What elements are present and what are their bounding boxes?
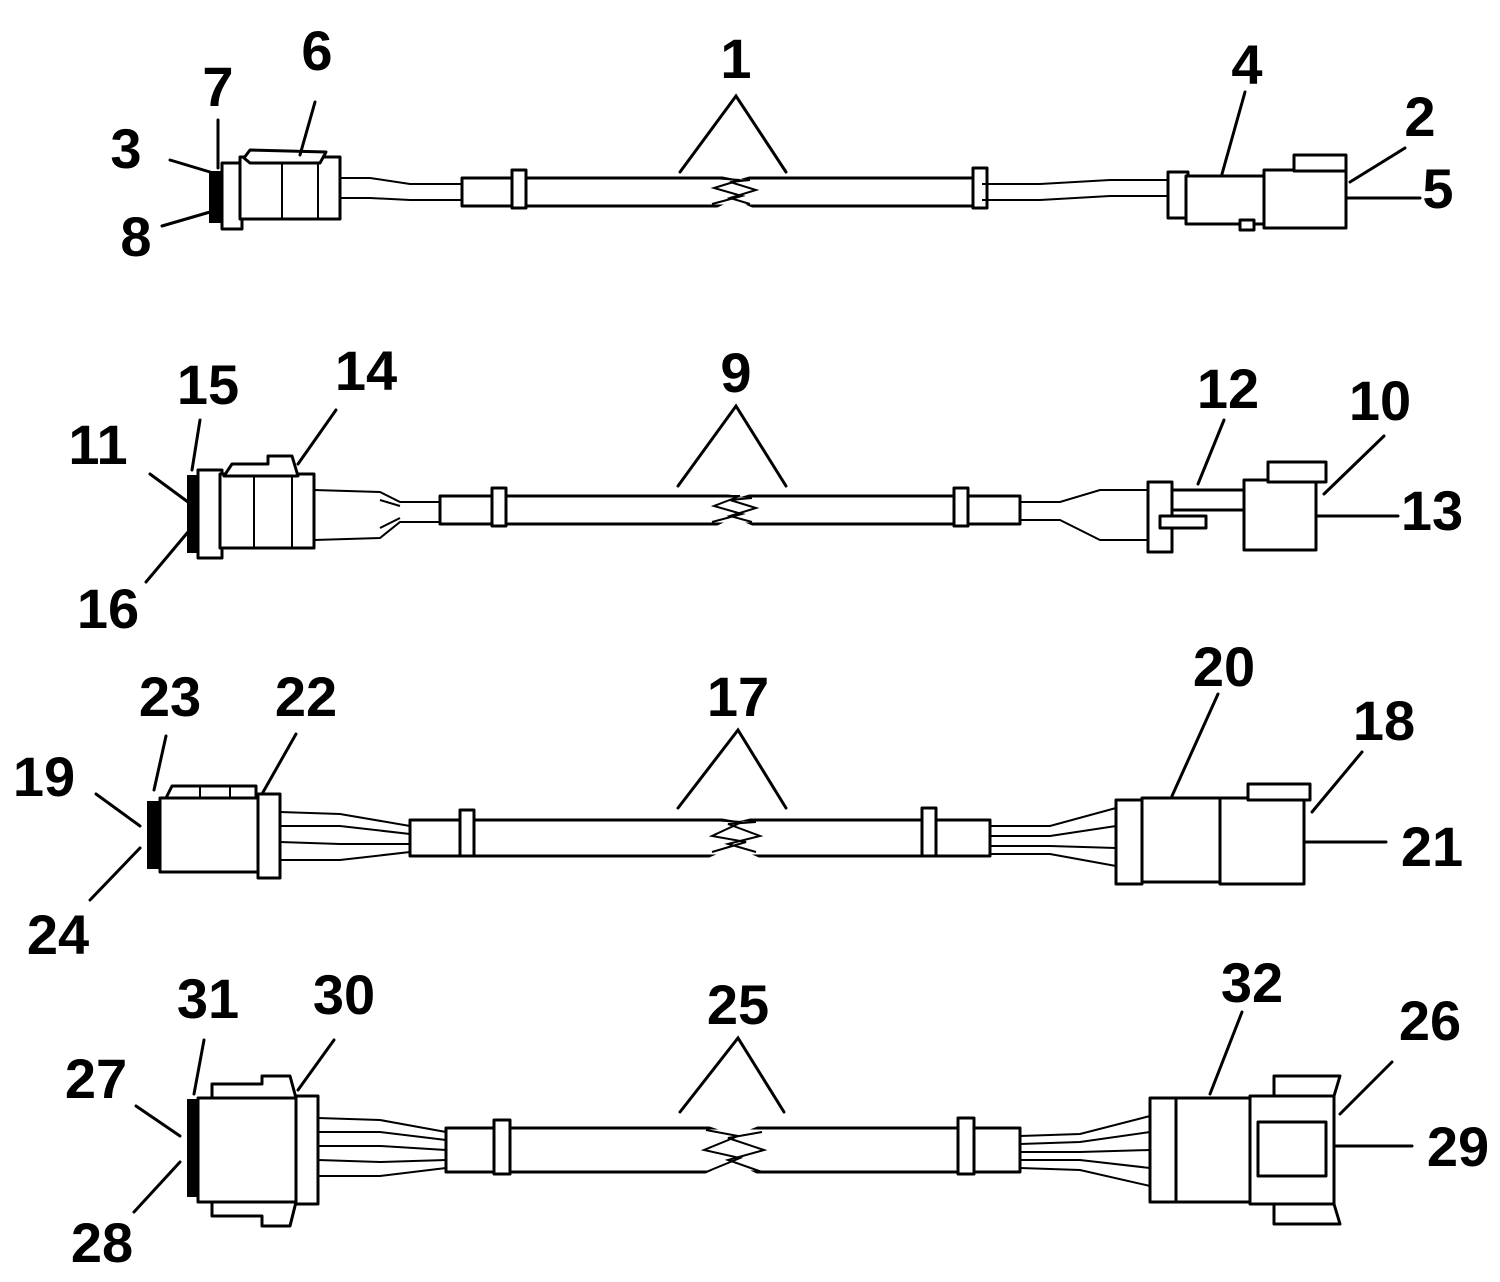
callout-11: 11 <box>68 413 127 476</box>
harness-4-right-latch-top <box>1272 1074 1342 1098</box>
harness-2-tie-right <box>952 486 970 528</box>
harness-2-left-latch <box>222 454 300 478</box>
callout-20: 20 <box>1193 635 1255 698</box>
callout-24: 24 <box>27 903 89 966</box>
callout-16: 16 <box>77 577 139 640</box>
callout-25: 25 <box>707 973 769 1036</box>
harness-3-left-latch <box>164 784 258 800</box>
callout-26: 26 <box>1399 989 1461 1052</box>
callout-10: 10 <box>1349 369 1411 432</box>
harness-1-leader-1 <box>678 93 788 174</box>
harness-3-right-housing <box>1140 796 1224 884</box>
harness-3-right-connector <box>1218 796 1306 886</box>
callout-29: 29 <box>1427 1115 1489 1178</box>
callout-9: 9 <box>720 341 751 404</box>
harness-3-left-seal <box>147 801 161 869</box>
harness-4-leader-25 <box>678 1035 786 1114</box>
harness-4-right-housing <box>1174 1096 1254 1204</box>
callout-21: 21 <box>1401 815 1463 878</box>
harness-1-tie-left <box>510 168 528 210</box>
harness-1-left-connector <box>238 155 342 221</box>
harness-3-tie-right <box>920 806 938 858</box>
harness-4-right-ring <box>1148 1096 1178 1204</box>
callout-28: 28 <box>71 1211 133 1274</box>
callout-27: 27 <box>65 1047 127 1110</box>
callout-23: 23 <box>139 665 201 728</box>
callout-18: 18 <box>1353 689 1415 752</box>
harness-3-left-connector <box>158 796 262 874</box>
callout-30: 30 <box>313 963 375 1026</box>
harness-3-sleeve <box>408 818 992 858</box>
harness-2-left-connector <box>218 472 316 550</box>
harness-4-left-latch-bottom <box>210 1200 298 1228</box>
harness-3-right-latch <box>1246 782 1312 802</box>
harness-3-right-ring <box>1114 798 1144 886</box>
callout-13: 13 <box>1401 479 1463 542</box>
callout-4: 4 <box>1231 33 1262 96</box>
harness-2-right-latch <box>1266 460 1328 484</box>
callout-15: 15 <box>177 353 239 416</box>
callout-14: 14 <box>335 339 397 402</box>
callout-31: 31 <box>177 967 239 1030</box>
harness-4-left-connector <box>196 1096 300 1204</box>
callout-19: 19 <box>13 745 75 808</box>
harness-1: 1 2 3 4 5 6 7 8 <box>110 19 1453 268</box>
callout-17: 17 <box>707 665 769 728</box>
harness-1-right-latch <box>1292 153 1348 173</box>
callout-6: 6 <box>301 19 332 82</box>
harness-2-right-connector <box>1242 478 1318 552</box>
harness-4-left-latch-top <box>210 1074 298 1100</box>
harness-1-left-seal <box>209 171 223 223</box>
harness-3-tie-left <box>458 808 476 858</box>
callout-8: 8 <box>120 205 151 268</box>
callout-12: 12 <box>1197 357 1259 420</box>
callout-32: 32 <box>1221 951 1283 1014</box>
harness-4-left-ring <box>294 1094 320 1206</box>
harness-2-leader-9 <box>676 403 788 488</box>
harness-2-left-ring <box>196 468 224 560</box>
callout-2: 2 <box>1404 85 1435 148</box>
harness-4-tie-left <box>492 1118 512 1176</box>
callout-3: 3 <box>110 117 141 180</box>
harness-4-right-latch-bottom <box>1272 1202 1342 1226</box>
harness-1-tie-right <box>971 166 989 210</box>
harness-1-left-latch <box>242 148 328 165</box>
callout-7: 7 <box>202 55 233 118</box>
harness-1-right-connector <box>1262 168 1348 230</box>
harness-3-left-ring <box>256 792 282 880</box>
harness-3: 17 18 19 20 21 22 23 24 <box>13 635 1463 966</box>
harness-4: 25 26 27 28 29 30 31 32 <box>65 951 1489 1274</box>
harness-2-tie-left <box>490 486 508 528</box>
harness-2: 9 10 11 12 13 14 15 16 <box>68 339 1463 640</box>
callout-22: 22 <box>275 665 337 728</box>
harness-3-leader-17 <box>676 727 788 810</box>
harness-1-right-housing <box>1184 174 1268 226</box>
harness-4-tie-right <box>956 1116 976 1176</box>
callout-1: 1 <box>720 27 751 90</box>
callout-5: 5 <box>1422 157 1453 220</box>
